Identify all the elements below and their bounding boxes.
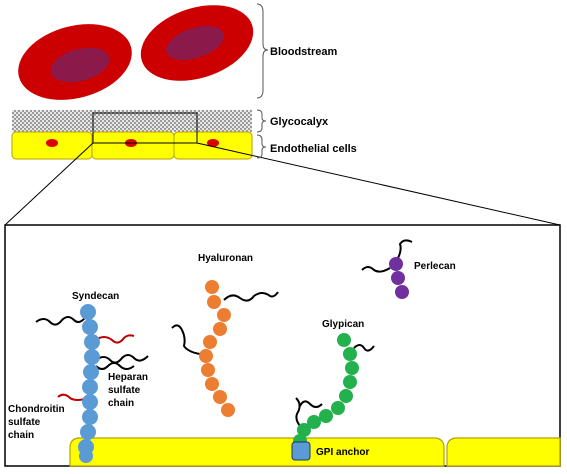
label-chondroitin-3: chain	[8, 430, 34, 441]
zoom-line-left	[4, 142, 94, 226]
endothelial-surface-zoom	[69, 437, 561, 467]
label-glypican: Glypican	[322, 319, 364, 330]
label-heparan-2: sulfate	[108, 385, 141, 396]
label-glycocalyx: Glycocalyx	[270, 116, 329, 128]
red-blood-cell-2	[140, 5, 254, 81]
bracket-endothelial	[256, 134, 267, 159]
label-heparan-3: chain	[108, 398, 134, 409]
glypican-molecule	[291, 333, 375, 461]
endothelial-cells-strip	[11, 131, 253, 160]
label-gpi-anchor: GPI anchor	[316, 447, 369, 458]
label-perlecan: Perlecan	[414, 261, 456, 272]
hyaluronan-molecule	[171, 280, 279, 417]
label-chondroitin-2: sulfate	[8, 417, 41, 428]
label-hyaluronan: Hyaluronan	[198, 253, 253, 264]
nucleus	[207, 139, 219, 147]
syndecan-molecule	[35, 304, 149, 463]
glycocalyx-layer	[12, 110, 252, 132]
syndecan-beads	[78, 304, 100, 463]
label-endothelial-cells: Endothelial cells	[270, 143, 357, 155]
label-chondroitin-1: Chondroitin	[8, 404, 65, 415]
nucleus	[46, 139, 58, 147]
bracket-glycocalyx	[256, 109, 267, 133]
red-blood-cell-1	[18, 24, 132, 100]
label-syndecan: Syndecan	[72, 291, 119, 302]
zoom-line-right	[196, 142, 561, 226]
gpi-anchor-block	[291, 441, 311, 461]
perlecan-molecule	[361, 239, 413, 299]
bracket-bloodstream	[256, 3, 269, 99]
label-heparan-1: Heparan	[108, 372, 148, 383]
label-bloodstream: Bloodstream	[270, 46, 337, 58]
zoom-region-box	[92, 112, 198, 144]
